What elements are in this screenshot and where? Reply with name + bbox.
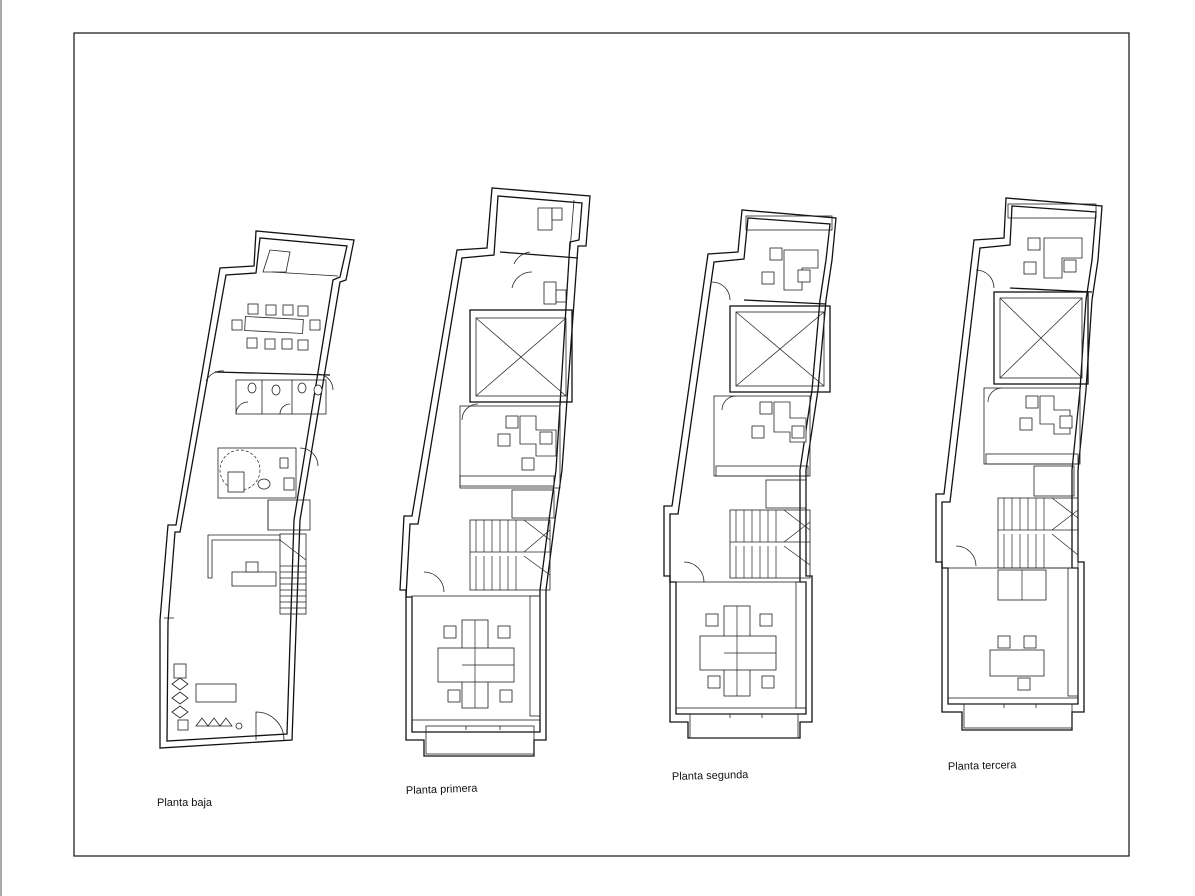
cross-desk-segunda <box>699 605 777 697</box>
label-planta-tercera: Planta tercera <box>948 759 1018 773</box>
label-planta-primera: Planta primera <box>406 782 479 797</box>
plan-planta-baja <box>159 230 355 749</box>
stair-primera <box>469 519 551 591</box>
plan-planta-tercera <box>935 197 1103 731</box>
shaft-segunda <box>729 305 831 393</box>
stair-segunda <box>729 509 811 579</box>
stair-tercera <box>997 497 1079 569</box>
plan-planta-primera <box>399 187 591 757</box>
stair-ground <box>279 533 307 615</box>
meeting-table <box>244 316 304 334</box>
label-planta-baja: Planta baja <box>157 797 213 809</box>
plan-planta-segunda <box>663 209 837 739</box>
meeting-chairs <box>231 303 321 351</box>
toilets <box>247 382 323 396</box>
shaft-tercera <box>993 291 1089 385</box>
sheet-frame <box>73 32 1130 857</box>
desk-tercera <box>989 635 1045 691</box>
label-planta-segunda: Planta segunda <box>672 769 750 783</box>
cross-desk-primera <box>437 619 515 709</box>
shaft-primera <box>469 309 573 403</box>
